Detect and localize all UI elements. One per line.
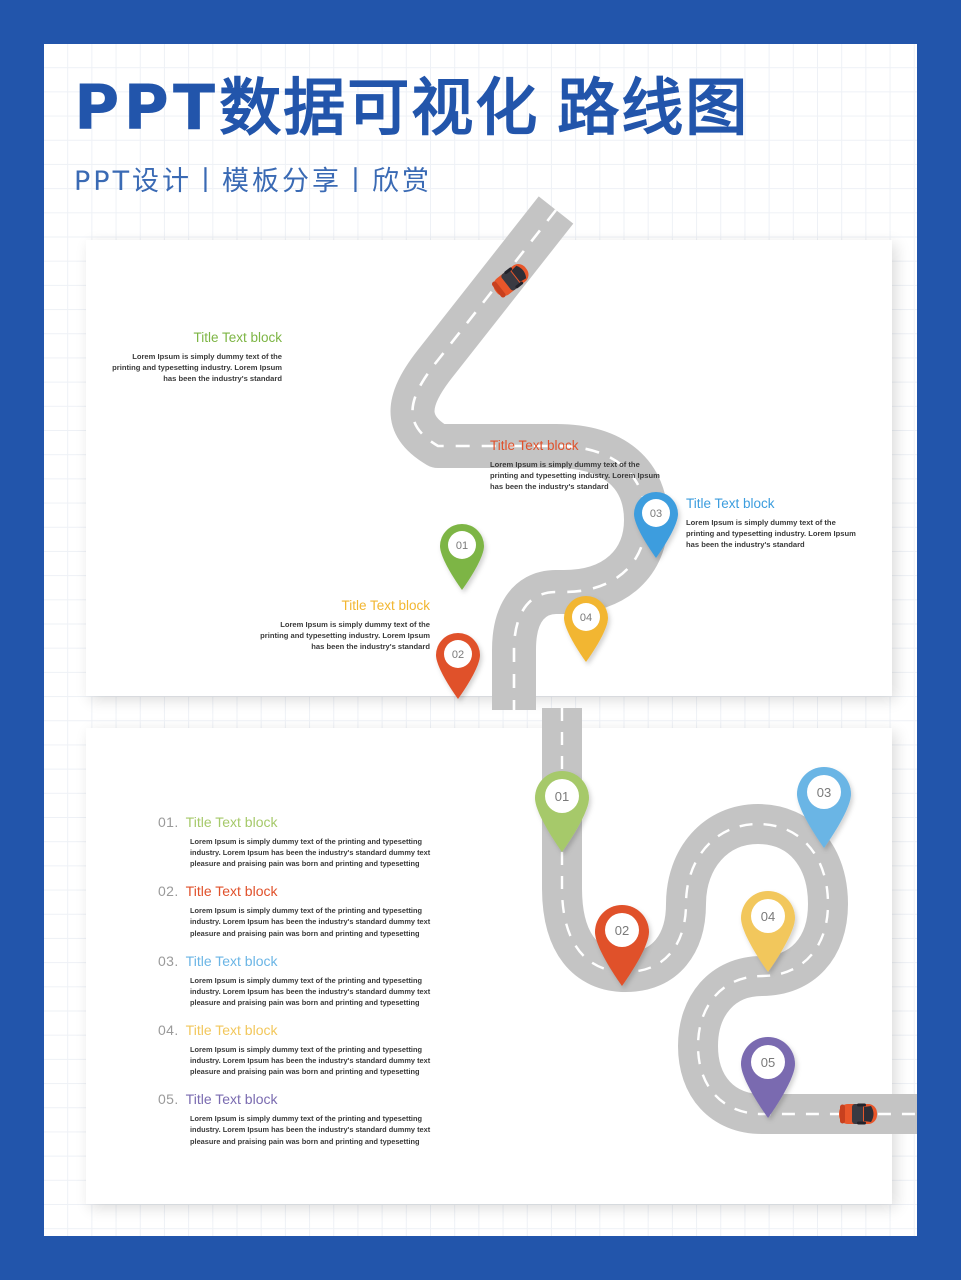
title-cn-part2: 路线图 <box>557 71 750 144</box>
map-pin-03[interactable]: 03 <box>634 492 678 558</box>
map-pin-03[interactable]: 03 <box>797 767 851 848</box>
text-block-03: Title Text block Lorem Ipsum is simply d… <box>686 496 862 550</box>
road-lane-dashes <box>560 708 917 1116</box>
pin-label-04: 04 <box>580 612 592 624</box>
grid-paper-sheet: PPT数据可视化路线图 PPT设计丨模板分享丨欣赏 <box>44 44 917 1236</box>
pin-label-01: 01 <box>555 789 569 804</box>
pin-label-01: 01 <box>456 540 468 552</box>
text-block-01-title: Title Text block <box>193 330 282 345</box>
page-subtitle: PPT设计丨模板分享丨欣赏 <box>74 166 433 198</box>
car-icon <box>491 264 529 298</box>
list-item[interactable]: 01. Title Text block Lorem Ipsum is simpl… <box>158 814 458 869</box>
list-item-head: 03. Title Text block <box>158 953 458 971</box>
list-item-number: 01. <box>158 814 179 830</box>
list-item-head: 01. Title Text block <box>158 814 458 832</box>
map-pin-02[interactable]: 02 <box>436 633 480 699</box>
title-latin-part: PPT <box>74 71 220 144</box>
text-block-03-body: Lorem Ipsum is simply dummy text of the … <box>686 517 856 549</box>
map-pin-04[interactable]: 04 <box>564 596 608 662</box>
list-item-body: Lorem Ipsum is simply dummy text of the … <box>190 1114 431 1146</box>
title-cn-part: 数据可视化 <box>219 71 540 144</box>
map-pin-02[interactable]: 02 <box>595 905 649 986</box>
map-pin-05[interactable]: 05 <box>741 1037 795 1118</box>
list-item-title: Title Text block <box>185 883 278 900</box>
roadmap-list: 01. Title Text block Lorem Ipsum is simpl… <box>158 814 458 1161</box>
list-item-number: 05. <box>158 1091 179 1108</box>
text-block-04-title: Title Text block <box>341 598 430 613</box>
text-block-01: Title Text block Lorem Ipsum is simply d… <box>106 330 282 384</box>
list-item[interactable]: 05. Title Text block Lorem Ipsum is simpl… <box>158 1091 458 1146</box>
list-item-body: Lorem Ipsum is simply dummy text of the … <box>190 975 431 1007</box>
pin-label-05: 05 <box>761 1055 775 1070</box>
list-item[interactable]: 04. Title Text block Lorem Ipsum is simpl… <box>158 1022 458 1077</box>
top-roadmap-card: 01 02 03 04 <box>86 196 892 710</box>
list-item[interactable]: 02. Title Text block Lorem Ipsum is simpl… <box>158 883 458 938</box>
road-lane-dashes <box>411 209 648 710</box>
list-item[interactable]: 03. Title Text block Lorem Ipsum is simpl… <box>158 953 458 1008</box>
list-item-title: Title Text block <box>185 814 278 830</box>
list-item-title: Title Text block <box>185 1091 278 1108</box>
list-item-head: 02. Title Text block <box>158 883 458 901</box>
list-item-number: 02. <box>158 883 179 900</box>
pin-label-02: 02 <box>615 923 629 938</box>
top-road-graphic: 01 02 03 04 <box>390 196 678 710</box>
text-block-04-body: Lorem Ipsum is simply dummy text of the … <box>260 619 430 651</box>
pin-label-02: 02 <box>452 649 464 661</box>
map-pin-04[interactable]: 04 <box>741 891 795 972</box>
map-pin-01[interactable]: 01 <box>440 524 484 590</box>
map-pin-01[interactable]: 01 <box>535 771 589 852</box>
list-item-number: 04. <box>158 1021 179 1038</box>
text-block-04: Title Text block Lorem Ipsum is simply d… <box>254 598 430 652</box>
page-header: PPT数据可视化路线图 PPT设计丨模板分享丨欣赏 <box>74 72 894 198</box>
list-item-body: Lorem Ipsum is simply dummy text of the … <box>190 906 431 938</box>
list-item-head: 05. Title Text block <box>158 1091 458 1109</box>
car-icon <box>839 1103 877 1125</box>
list-item-title: Title Text block <box>185 1021 278 1038</box>
text-block-02-body: Lorem Ipsum is simply dummy text of the … <box>490 459 660 491</box>
text-block-02-title: Title Text block <box>490 438 579 453</box>
list-item-body: Lorem Ipsum is simply dummy text of the … <box>190 1044 431 1077</box>
list-item-head: 04. Title Text block <box>158 1022 458 1040</box>
bottom-road-graphic: 01 02 03 04 <box>535 708 917 1134</box>
list-item-body: Lorem Ipsum is simply dummy text of the … <box>190 837 431 869</box>
text-block-01-body: Lorem Ipsum is simply dummy text of the … <box>112 351 282 383</box>
pin-label-03: 03 <box>650 508 662 520</box>
list-item-number: 03. <box>158 952 179 969</box>
text-block-02: Title Text block Lorem Ipsum is simply d… <box>490 438 666 492</box>
pin-label-03: 03 <box>817 785 831 800</box>
pin-label-04: 04 <box>761 909 775 924</box>
bottom-roadmap-card: 01 02 03 04 <box>86 708 917 1204</box>
list-item-title: Title Text block <box>185 952 278 969</box>
text-block-03-title: Title Text block <box>686 496 775 511</box>
page-title: PPT数据可视化路线图 <box>74 72 894 143</box>
